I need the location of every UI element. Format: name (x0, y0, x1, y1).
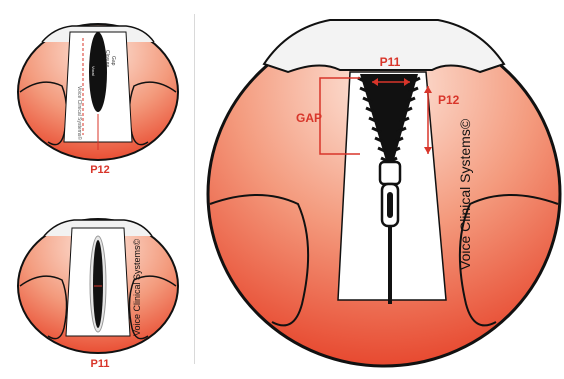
p12-label: P12 (438, 93, 460, 107)
main-diagram: P11 P12 GAP Voice Clinical Systems© (200, 4, 562, 374)
p11-caption: P11 (80, 358, 120, 370)
panel-p12: Voice Clinical Systems© Closure Gap Voca… (8, 10, 188, 162)
main-watermark: Voice Clinical Systems© (457, 118, 473, 270)
small-gap-text: Gap (110, 56, 116, 66)
p11-watermark: Voice Clinical Systems© (132, 238, 142, 336)
panel-p11: Voice Clinical Systems© (8, 206, 188, 356)
p12-diagram: Voice Clinical Systems© Closure Gap Voca… (8, 10, 188, 162)
p11-label: P11 (380, 55, 401, 69)
panel-main: P11 P12 GAP Voice Clinical Systems© (200, 4, 562, 374)
panel-divider (194, 14, 195, 364)
p11-diagram: Voice Clinical Systems© (8, 206, 188, 356)
small-closure-text: Closure (104, 50, 110, 67)
zipper-pull (380, 162, 400, 226)
p12-caption: P12 (80, 164, 120, 176)
glottal-gap (93, 240, 103, 328)
small-vocal-text: Vocal (91, 66, 96, 76)
gap-label: GAP (296, 111, 322, 125)
small-watermark-text: Voice Clinical Systems© (76, 86, 83, 140)
